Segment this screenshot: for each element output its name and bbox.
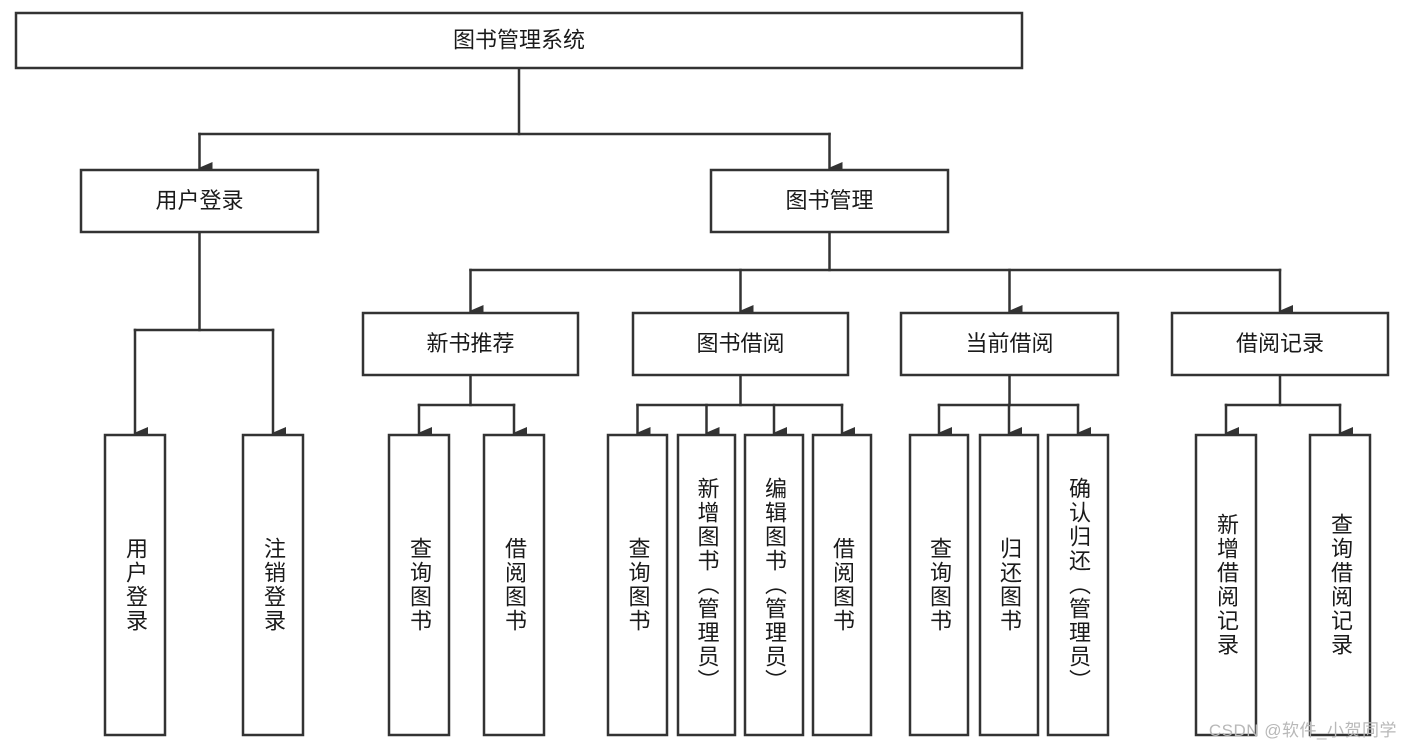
node-leaf-编辑图书管理员[interactable] [743, 433, 805, 737]
node-root-label: 图书管理系统 [453, 27, 585, 52]
node-leaf-用户登录[interactable] [103, 433, 167, 737]
node-leaf-借阅图书[interactable] [482, 433, 546, 737]
node-level3-新书推荐[interactable] [361, 311, 580, 377]
node-level2-label-用户登录: 用户登录 [155, 188, 243, 213]
node-leaf-借阅图书[interactable] [811, 433, 873, 737]
node-level3-当前借阅[interactable] [899, 311, 1120, 377]
node-level2-用户登录[interactable] [79, 168, 320, 234]
node-root-图书管理系统[interactable] [14, 11, 1024, 70]
node-level3-图书借阅[interactable] [631, 311, 850, 377]
node-level2-图书管理[interactable] [709, 168, 950, 234]
connector-group [133, 66, 1353, 439]
node-level3-借阅记录[interactable] [1170, 311, 1390, 377]
node-leaf-注销登录[interactable] [241, 433, 305, 737]
node-level2-label-图书管理: 图书管理 [785, 188, 873, 213]
node-level3-label-图书借阅: 图书借阅 [696, 331, 784, 356]
watermark: CSDN @软件_小贺同学 [1208, 721, 1397, 740]
node-level3-label-新书推荐: 新书推荐 [426, 331, 514, 356]
node-level3-label-当前借阅: 当前借阅 [965, 331, 1053, 356]
node-leaf-查询图书[interactable] [908, 433, 970, 737]
node-leaf-归还图书[interactable] [978, 433, 1040, 737]
node-leaf-确认归还管理员[interactable] [1046, 433, 1110, 737]
node-leaf-查询借阅记录[interactable] [1308, 433, 1372, 737]
node-leaf-查询图书[interactable] [606, 433, 669, 737]
node-leaf-查询图书[interactable] [387, 433, 451, 737]
node-level3-label-借阅记录: 借阅记录 [1236, 331, 1324, 356]
node-leaf-新增借阅记录[interactable] [1194, 433, 1258, 737]
node-leaf-新增图书管理员[interactable] [676, 433, 737, 737]
node-box-group [14, 11, 1390, 737]
